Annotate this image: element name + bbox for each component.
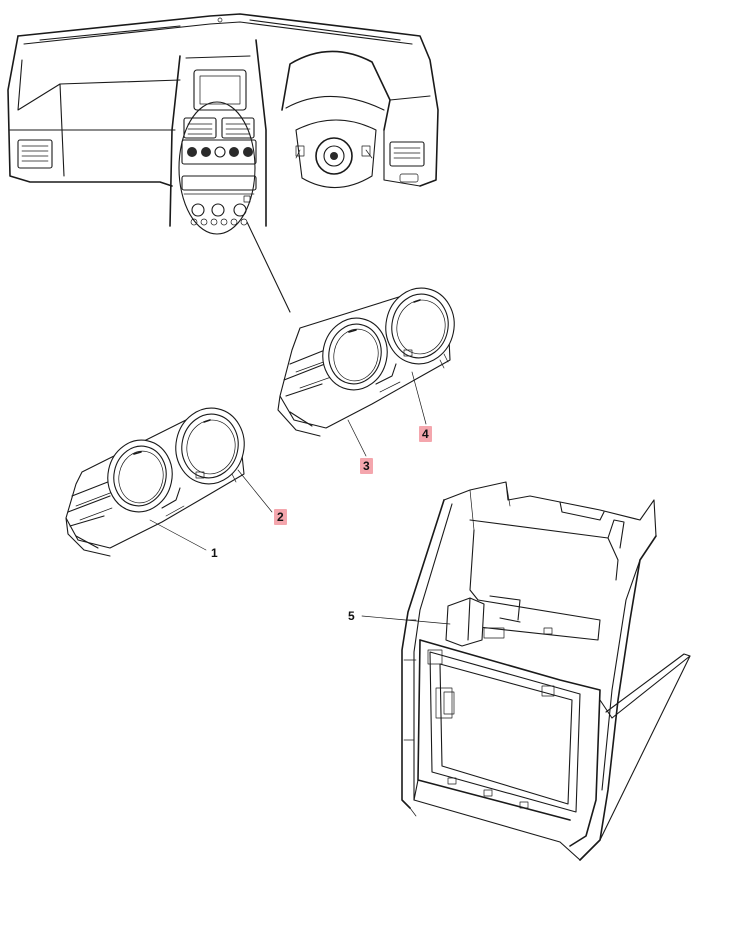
callout-5: 5 [348, 609, 355, 623]
callout-2: 2 [274, 509, 287, 525]
control-module-illustration [277, 287, 455, 457]
dashboard-illustration [7, 13, 439, 235]
control-module-illustration [65, 407, 273, 557]
callout-1: 1 [211, 546, 218, 560]
console-illustration [361, 481, 691, 861]
callout-3: 3 [360, 458, 373, 474]
callout-4: 4 [419, 426, 432, 442]
